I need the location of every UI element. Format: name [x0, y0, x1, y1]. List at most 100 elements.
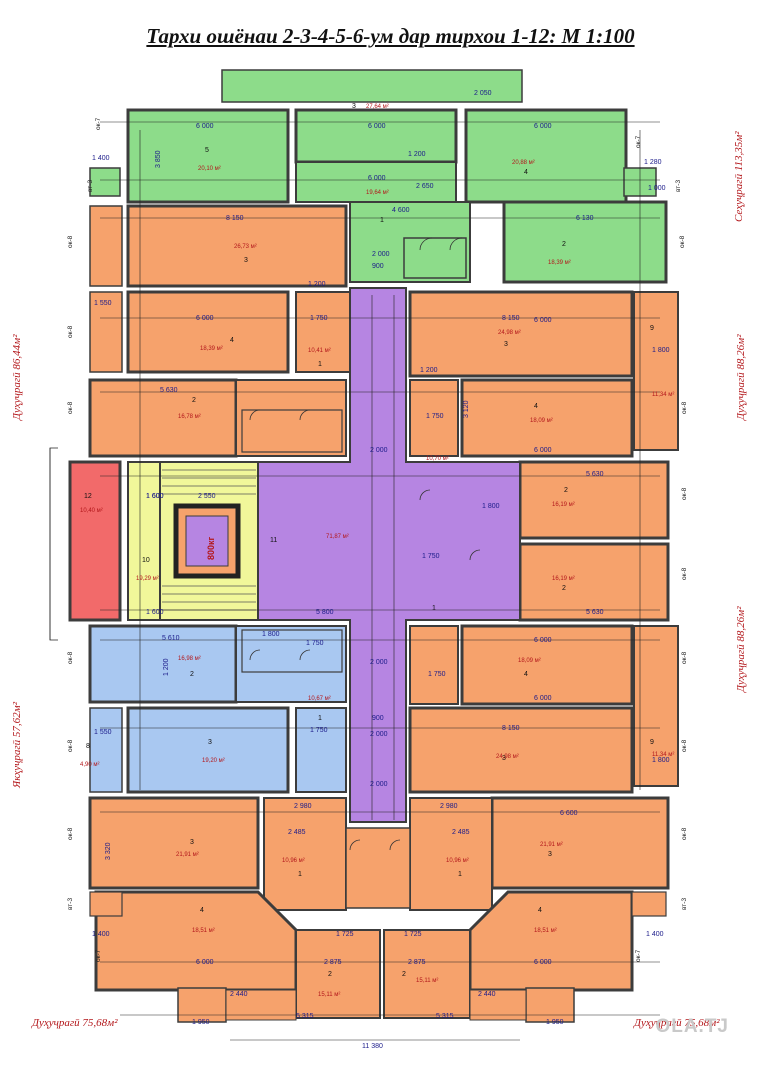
room-number: 10 [142, 557, 150, 564]
room-area: 19,29 м² [136, 576, 159, 582]
room-area: 16,19 м² [552, 576, 575, 582]
orange-room-2-right-a [518, 460, 670, 540]
dim-label: 6 000 [196, 315, 214, 322]
dim-label: 1 750 [426, 413, 444, 420]
orange-room-4-right-low [460, 624, 634, 706]
room-number: 3 [244, 257, 248, 264]
dim-label: 1 750 [310, 727, 328, 734]
apt-green-room-5 [126, 108, 290, 204]
axis-tag: ок-8 [67, 651, 74, 664]
dim-label: 1 400 [92, 931, 110, 938]
dim-label: 2 875 [324, 959, 342, 966]
room-number: 2 [562, 585, 566, 592]
room-area: 20,88 м² [512, 160, 535, 166]
dim-label: 5 800 [316, 609, 334, 616]
room-area: 10,67 м² [308, 696, 331, 702]
room-number: 11 [270, 537, 277, 544]
room-number: 4 [524, 169, 528, 176]
orange-room-4-bl [94, 890, 298, 992]
dim-label: 6 000 [534, 695, 552, 702]
apt-green-side-left [89, 167, 121, 197]
room-number: 1 [458, 871, 462, 878]
dim-label: 2 000 [370, 781, 388, 788]
room-area: 27,64 м² [366, 104, 389, 110]
axis-tag: ок-7 [635, 135, 642, 148]
orange-room-4-left [126, 290, 290, 374]
dim-total-width: 11 380 [362, 1043, 383, 1050]
blue-room-2 [88, 624, 238, 704]
apt-label-left-lower: Якҳуҷрагӣ 57,62м² [11, 701, 23, 789]
apt-green-room-2 [502, 200, 668, 284]
room-area: 26,73 м² [234, 244, 257, 250]
dim-label: 2 485 [288, 829, 306, 836]
dim-label: 5 630 [586, 609, 604, 616]
orange-room-3-right [408, 290, 634, 378]
room-number: 3 [504, 341, 508, 348]
axis-tag: ок-7 [95, 117, 102, 130]
stair-landing [127, 461, 161, 621]
orange-room-1-br [409, 797, 493, 911]
orange-room-4-br [468, 890, 634, 992]
orange-room-3-right-low [408, 706, 634, 794]
dim-label: 1 400 [646, 931, 664, 938]
room-area: 16,19 м² [552, 502, 575, 508]
blue-room-3 [126, 706, 290, 794]
dim-label: 1 200 [308, 281, 326, 288]
dim-label: 1 750 [310, 315, 328, 322]
dimension-labels: 11 380 6 000 6 000 6 000 2 050 6 000 4 6… [92, 90, 670, 1050]
room-area: 10,41 м² [308, 348, 331, 354]
elevator-capacity: 800кг [206, 536, 216, 560]
room-number: 1 [318, 361, 322, 368]
dim-label: 3 120 [463, 400, 470, 418]
dim-label: 6 600 [560, 810, 578, 817]
room-number: 2 [562, 241, 566, 248]
dim-label: 2 980 [440, 803, 458, 810]
room-area: 18,39 м² [200, 346, 223, 352]
dim-label: 1 750 [306, 640, 324, 647]
dim-label: 8 150 [502, 315, 520, 322]
dim-label: 6 000 [196, 123, 214, 130]
dim-label: 1 200 [163, 658, 170, 676]
dim-label: 5 630 [586, 471, 604, 478]
room-number: 2 [402, 971, 406, 978]
axis-tag: ок-8 [67, 401, 74, 414]
stair-bracket [49, 447, 58, 641]
blue-wc [241, 629, 343, 673]
room-number: 4 [200, 907, 204, 914]
room-number: 3 [502, 755, 506, 762]
dim-label: 5 315 [296, 1013, 314, 1020]
dim-label: 2 875 [408, 959, 426, 966]
red-loggia [68, 460, 122, 622]
dim-label: 1 550 [94, 729, 112, 736]
dim-label: 5 315 [436, 1013, 454, 1020]
room-number: 2 [190, 671, 194, 678]
room-area: 18,09 м² [530, 418, 553, 424]
balcony-top [221, 69, 523, 103]
room-number: 1 [380, 217, 384, 224]
room-area: 19,20 м² [202, 758, 225, 764]
orange-room-9-right-low [633, 625, 679, 787]
dim-label: 5 610 [162, 635, 180, 642]
apt-green-room-3-top [294, 108, 458, 164]
dim-label: 2 440 [230, 991, 248, 998]
apt-green-room-4 [464, 108, 628, 204]
room-area: 16,98 м² [178, 656, 201, 662]
room-area: 19,64 м² [366, 190, 389, 196]
room-area: 11,34 м² [652, 752, 674, 758]
dim-label: 2 980 [294, 803, 312, 810]
axis-tag: ок-8 [67, 325, 74, 338]
dim-label: 6 000 [534, 637, 552, 644]
orange-side-bl [89, 891, 123, 917]
dim-label: 1 200 [408, 151, 426, 158]
room-area: 15,11 м² [416, 978, 438, 984]
apt-label-left-upper: Дуҳуҷрагӣ 86,44м² [11, 334, 23, 421]
axis-tag: ок-8 [681, 651, 688, 664]
apt-label-top-right: Сеҳуҷрагӣ 113,35м² [733, 131, 745, 222]
dim-label: 1 800 [652, 347, 670, 354]
room-area: 4,90 м² [80, 762, 99, 768]
room-labels: 3 27,64 м² 5 20,10 м² 4 20,88 м² 1 19,64… [80, 103, 674, 998]
room-number: 3 [548, 851, 552, 858]
apt-label-right-upper: Дуҳуҷрагӣ 88,26м² [735, 334, 747, 421]
axis-tag: ок-8 [681, 567, 688, 580]
apt-label-bottom-right: Дуҳуҷрагӣ 75,68м² [633, 1017, 720, 1029]
